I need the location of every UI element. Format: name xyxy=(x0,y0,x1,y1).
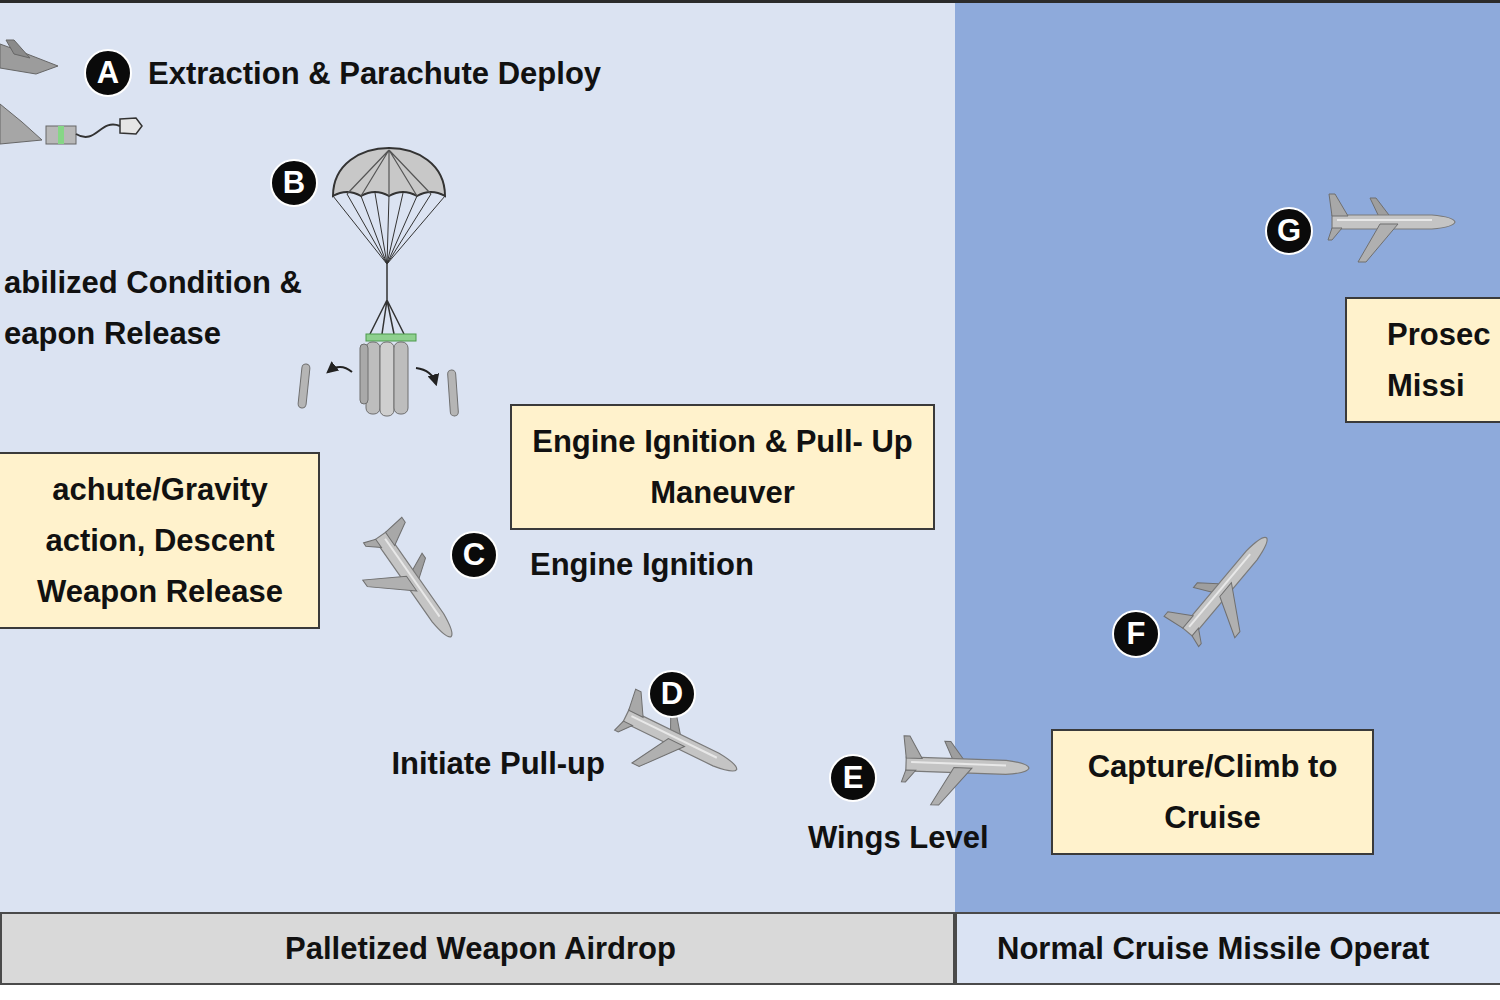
callout-letter: E xyxy=(843,761,864,795)
phase-bar: Palletized Weapon Airdrop xyxy=(0,912,955,985)
callout-letter: G xyxy=(1277,214,1301,248)
released-weapon xyxy=(298,364,459,417)
phase-bar: Normal Cruise Missile Operat xyxy=(955,912,1500,985)
cruise-region xyxy=(955,0,1500,912)
parachute xyxy=(333,148,445,334)
top-border xyxy=(0,0,1500,3)
callout-letter: A xyxy=(97,56,119,90)
phase-box: Engine Ignition & Pull- Up Maneuver xyxy=(510,404,935,530)
callout-number: D xyxy=(648,670,696,718)
callout-number: E xyxy=(829,754,877,802)
missile-cruise xyxy=(1328,194,1455,262)
page-margin xyxy=(0,985,1500,1000)
box-text: Normal Cruise Missile Operat xyxy=(997,929,1429,969)
box-text: achute/Gravity action, Descent Weapon Re… xyxy=(10,464,310,617)
weapon-pallet xyxy=(360,334,416,416)
box-text: Prosec Missi xyxy=(1387,309,1495,411)
callout-number: G xyxy=(1265,207,1313,255)
missile-level xyxy=(901,736,1030,808)
missile-climb xyxy=(1163,520,1297,661)
box-text: Capture/Climb to Cruise xyxy=(1061,741,1364,843)
missile-dive xyxy=(346,517,475,660)
step-label: abilized Condition & eapon Release xyxy=(4,257,349,359)
phase-box: Prosec Missi xyxy=(1345,297,1500,423)
step-label: Engine Ignition xyxy=(530,543,754,587)
box-text: Engine Ignition & Pull- Up Maneuver xyxy=(520,416,925,518)
callout-letter: F xyxy=(1127,617,1146,651)
step-label: Initiate Pull-up xyxy=(391,742,605,786)
phase-box: achute/Gravity action, Descent Weapon Re… xyxy=(0,452,320,629)
callout-number: F xyxy=(1112,610,1160,658)
callout-letter: B xyxy=(283,166,305,200)
step-label: Extraction & Parachute Deploy xyxy=(148,52,601,96)
step-label: Wings Level xyxy=(808,816,989,860)
phase-box: Capture/Climb to Cruise xyxy=(1051,729,1374,855)
callout-number: B xyxy=(270,159,318,207)
callout-letter: C xyxy=(463,538,485,572)
callout-number: C xyxy=(450,531,498,579)
callout-number: A xyxy=(84,49,132,97)
box-text: Palletized Weapon Airdrop xyxy=(285,929,676,969)
callout-letter: D xyxy=(661,677,683,711)
extraction-pallet xyxy=(46,118,142,144)
